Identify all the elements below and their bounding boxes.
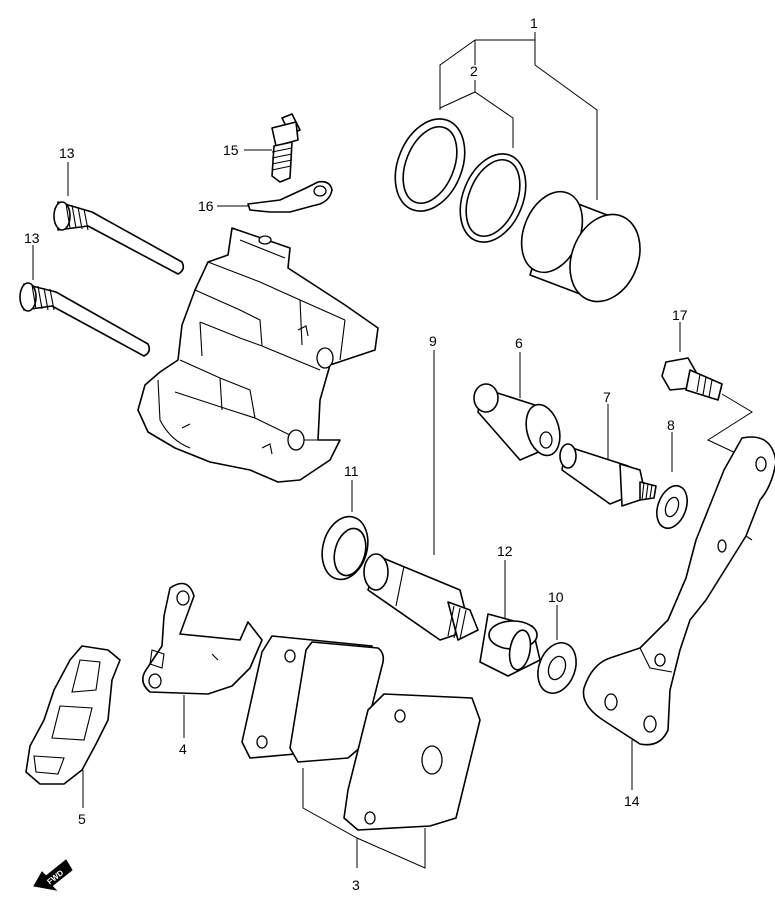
part-12-boot [479,613,541,677]
caliper-body [137,227,379,483]
part-10-washer [537,642,577,694]
part-16-hose-bracket [247,180,333,213]
callout-17: 17 [672,307,688,323]
callout-3: 3 [352,877,360,893]
part-7-pin-bolt [559,443,657,507]
callout-12: 12 [497,543,513,559]
part-6-collar [473,383,561,461]
part-4-shim [142,582,263,695]
part-13-pin-lower [19,282,151,357]
callout-4: 4 [179,741,187,757]
callout-9: 9 [429,333,437,349]
part-8-washer [656,484,688,530]
part-1-piston [520,190,641,303]
part-17-bolt [661,357,723,401]
part-9-sleeve [363,553,479,641]
part-3-brake-pads [241,635,481,831]
callout-1: 1 [530,15,538,31]
callout-11: 11 [344,463,359,479]
fwd-arrow-icon: FWD [33,859,73,891]
callout-10: 10 [548,589,564,605]
callout-6: 6 [515,335,523,351]
callout-7: 7 [603,389,611,405]
callout-13-upper: 13 [59,145,75,161]
callout-15: 15 [223,142,239,158]
part-5-pad-spring [25,645,121,785]
part-11-boot [321,515,369,581]
callout-labels: 1 2 3 4 5 6 7 8 9 10 11 12 13 13 14 15 1… [24,15,688,893]
callout-5: 5 [78,811,86,827]
part-13-pin-upper [53,201,185,275]
part-2-piston-seals [394,118,527,243]
part-14-caliper-bracket [582,436,775,746]
callout-13-lower: 13 [24,230,40,246]
callout-14: 14 [624,793,640,809]
callout-2: 2 [470,63,478,79]
leader-lines [32,32,753,869]
part-15-bleeder-screw [271,113,301,183]
callout-16: 16 [198,198,214,214]
callout-8: 8 [667,417,675,433]
